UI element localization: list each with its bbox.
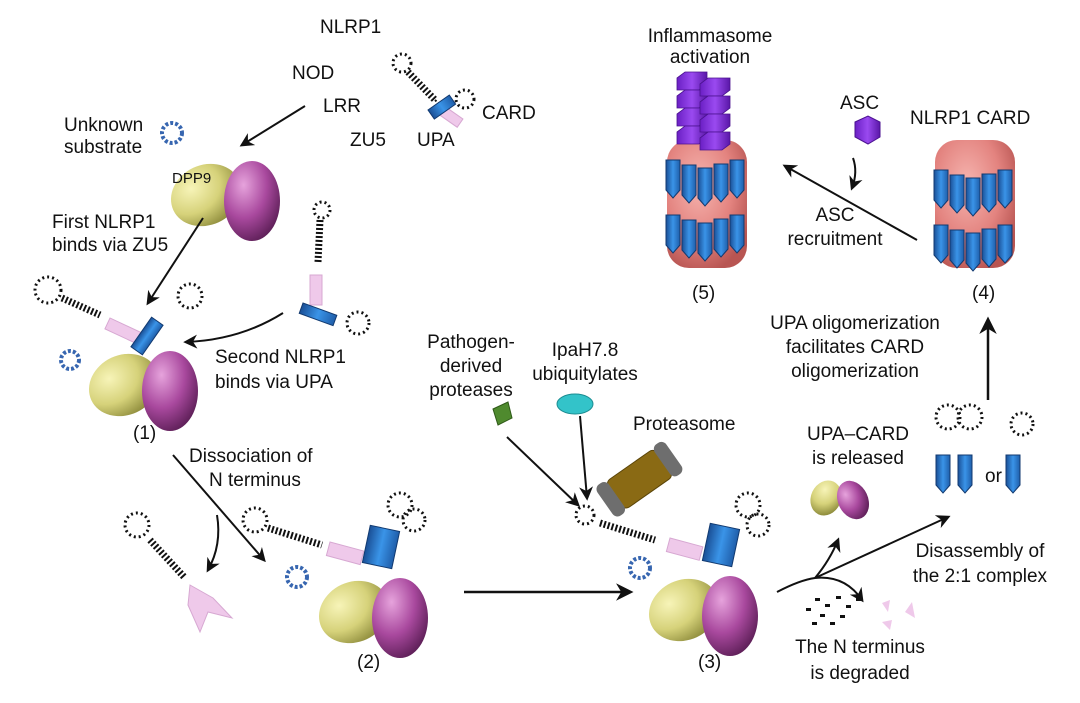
- label-asc-recruit-1: ASC: [815, 205, 855, 226]
- label-asc: ASC: [840, 93, 880, 114]
- label-proteasome: Proteasome: [633, 414, 736, 435]
- arrow-asc-recruitment: [782, 164, 918, 241]
- pathogen-protease-icon: [492, 401, 513, 426]
- label-step-4: (4): [972, 283, 996, 304]
- dpp9-dimer-top: [160, 152, 280, 241]
- label-upa: UPA: [417, 130, 455, 151]
- label-first-binds-1: First NLRP1: [52, 212, 156, 233]
- arrow-nlrp1-to-dpp9: [239, 105, 306, 147]
- label-or: or: [985, 466, 1002, 487]
- label-ipah-2: ubiquitylates: [532, 364, 638, 385]
- label-upa-card-2: is released: [812, 448, 904, 469]
- released-n-terminus: [123, 511, 234, 634]
- label-lrr: LRR: [323, 96, 362, 117]
- arrow-dissociation: [172, 454, 266, 563]
- label-dissociation-1: Dissociation of: [189, 446, 313, 467]
- nlrp1-free-molecule: [391, 52, 476, 128]
- label-disassembly-1: Disassembly of: [915, 541, 1045, 562]
- unknown-substrate-icon: [59, 349, 81, 371]
- complex-3: [574, 491, 771, 656]
- inflammasome-filament-5: [665, 71, 747, 268]
- label-upa-card-1: UPA–CARD: [806, 424, 910, 445]
- label-second-binds-2: binds via UPA: [215, 372, 333, 393]
- upa-card-pieces: [934, 403, 1035, 494]
- label-inflammasome-1: Inflammasome: [647, 26, 773, 47]
- arrow-protease: [506, 436, 581, 507]
- arrow-dpp9-release: [814, 537, 841, 579]
- arrow-upa-card-release: [814, 515, 951, 579]
- unknown-substrate-icon: [160, 121, 184, 145]
- label-upa-olig-2: facilitates CARD: [785, 337, 925, 358]
- label-unknown-substrate-2: substrate: [64, 137, 143, 158]
- label-dissociation-2: N terminus: [209, 470, 301, 491]
- arrow-degradation: [814, 576, 864, 603]
- label-ipah-1: IpaH7.8: [551, 340, 619, 361]
- card-filament-4: [933, 140, 1015, 272]
- arrow-asc: [849, 157, 863, 191]
- unknown-substrate-icon: [628, 556, 652, 580]
- complex-1: [33, 275, 204, 431]
- nlrp1-second-molecule: [298, 200, 371, 336]
- label-nod: NOD: [292, 63, 335, 84]
- arrow-ipah: [579, 415, 594, 501]
- asc-icon: [854, 115, 881, 145]
- label-pathogen-3: proteases: [429, 380, 513, 401]
- label-card: CARD: [482, 103, 536, 124]
- complex-2: [241, 491, 428, 658]
- label-disassembly-2: the 2:1 complex: [912, 566, 1048, 587]
- label-zu5: ZU5: [350, 130, 386, 151]
- free-dpp9-icon: [810, 480, 870, 520]
- label-inflammasome-2: activation: [669, 47, 751, 68]
- label-asc-recruit-2: recruitment: [787, 229, 883, 250]
- label-second-binds-1: Second NLRP1: [215, 347, 346, 368]
- arrow-first-binds: [146, 217, 204, 306]
- arrow-n-terminus-release: [206, 514, 220, 573]
- label-step-2: (2): [357, 652, 381, 673]
- proteasome-icon: [596, 441, 683, 517]
- arrow-second-binds: [183, 312, 284, 349]
- label-pathogen-1: Pathogen-: [427, 332, 515, 353]
- unknown-substrate-icon: [285, 565, 309, 589]
- label-dpp9: DPP9: [172, 170, 212, 187]
- label-step-5: (5): [692, 283, 716, 304]
- label-step-1: (1): [133, 423, 157, 444]
- ipah-icon: [556, 393, 594, 415]
- label-pathogen-2: derived: [439, 356, 503, 377]
- label-degraded-1: The N terminus: [795, 637, 925, 658]
- label-first-binds-2: binds via ZU5: [52, 235, 169, 256]
- label-upa-olig-3: oligomerization: [791, 361, 919, 382]
- label-step-3: (3): [698, 652, 722, 673]
- label-upa-olig-1: UPA oligomerization: [770, 313, 940, 334]
- label-degraded-2: is degraded: [810, 663, 910, 684]
- degraded-fragments-icon: [806, 596, 915, 630]
- label-unknown-substrate-1: Unknown: [64, 115, 144, 136]
- label-nlrp1-card: NLRP1 CARD: [910, 108, 1031, 129]
- label-nlrp1: NLRP1: [320, 17, 382, 38]
